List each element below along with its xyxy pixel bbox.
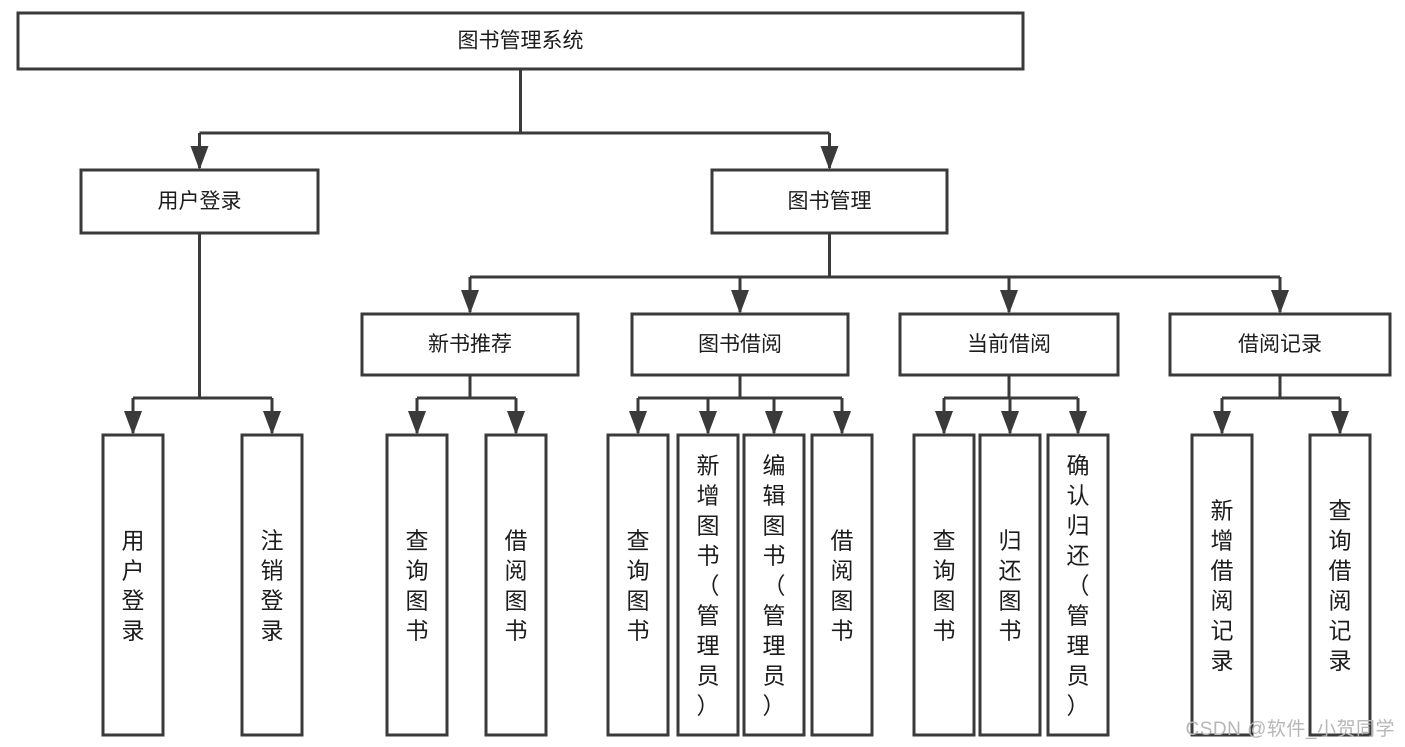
arrowhead-icon	[935, 411, 953, 435]
node-leaf-logout-login[interactable]: 注销登录	[240, 433, 304, 737]
arrowhead-icon	[765, 411, 783, 435]
node-book-manage[interactable]: 图书管理	[710, 168, 949, 235]
arrowhead-icon	[263, 411, 281, 435]
node-current-borrow-label: 当前借阅	[967, 333, 1051, 356]
node-borrow-record-label: 借阅记录	[1238, 333, 1322, 356]
node-new-book-recommend[interactable]: 新书推荐	[360, 312, 580, 377]
node-leaf-edit-book-admin-label: 编辑图书（管理员）	[763, 452, 786, 718]
node-book-borrow-label: 图书借阅	[698, 333, 782, 356]
arrowhead-icon	[833, 411, 851, 435]
node-root-system-label: 图书管理系统	[458, 30, 584, 53]
node-book-borrow[interactable]: 图书借阅	[630, 312, 850, 377]
node-leaf-add-borrow-record-label: 新增借阅记录	[1211, 497, 1234, 673]
node-borrow-record[interactable]: 借阅记录	[1168, 312, 1392, 377]
node-leaf-add-book-admin[interactable]: 新增图书（管理员）	[676, 433, 740, 737]
arrowhead-icon	[699, 411, 717, 435]
node-leaf-query-book-2-label: 查询图书	[627, 527, 650, 643]
arrowhead-icon	[124, 411, 142, 435]
node-leaf-query-book-2[interactable]: 查询图书	[606, 433, 670, 737]
arrowhead-icon	[1069, 411, 1087, 435]
node-leaf-return-book[interactable]: 归还图书	[978, 433, 1042, 737]
node-new-book-recommend-label: 新书推荐	[428, 333, 512, 356]
node-leaf-query-book-3-label: 查询图书	[933, 527, 956, 643]
node-book-manage-label: 图书管理	[788, 190, 872, 213]
arrowhead-icon	[820, 146, 839, 170]
node-leaf-query-book-1-label: 查询图书	[406, 527, 429, 643]
arrowhead-icon	[461, 290, 479, 314]
node-leaf-user-login-label: 用户登录	[122, 527, 145, 643]
arrowhead-icon	[1331, 411, 1349, 435]
node-root-system[interactable]: 图书管理系统	[16, 11, 1025, 71]
arrowhead-icon	[1000, 290, 1018, 314]
node-leaf-logout-login-label: 注销登录	[261, 527, 284, 643]
arrowhead-icon	[629, 411, 647, 435]
node-leaf-query-book-1[interactable]: 查询图书	[385, 433, 449, 737]
node-user-login[interactable]: 用户登录	[79, 168, 320, 235]
node-leaf-user-login[interactable]: 用户登录	[101, 433, 165, 737]
node-leaf-return-book-label: 归还图书	[999, 527, 1022, 643]
node-leaf-borrow-book-2[interactable]: 借阅图书	[810, 433, 874, 737]
node-leaf-borrow-book-1[interactable]: 借阅图书	[484, 433, 548, 737]
node-leaf-query-borrow-record[interactable]: 查询借阅记录	[1308, 433, 1372, 737]
node-leaf-add-book-admin-label: 新增图书（管理员）	[697, 452, 720, 718]
node-current-borrow[interactable]: 当前借阅	[898, 312, 1120, 377]
node-user-login-label: 用户登录	[158, 190, 242, 213]
arrowhead-icon	[731, 290, 749, 314]
arrowhead-icon	[408, 411, 426, 435]
node-leaf-edit-book-admin[interactable]: 编辑图书（管理员）	[742, 433, 806, 737]
node-layer: 图书管理系统用户登录图书管理新书推荐图书借阅当前借阅借阅记录用户登录注销登录查询…	[16, 11, 1392, 737]
arrowhead-icon	[190, 146, 209, 170]
node-leaf-query-book-3[interactable]: 查询图书	[912, 433, 976, 737]
node-leaf-borrow-book-2-label: 借阅图书	[831, 527, 854, 643]
node-leaf-confirm-return-admin-label: 确认归还（管理员）	[1067, 452, 1090, 718]
arrowhead-icon	[1271, 290, 1289, 314]
arrowhead-icon	[1001, 411, 1019, 435]
arrowhead-icon	[1213, 411, 1231, 435]
connector-layer	[124, 69, 1349, 435]
node-leaf-confirm-return-admin[interactable]: 确认归还（管理员）	[1046, 433, 1110, 737]
node-leaf-add-borrow-record[interactable]: 新增借阅记录	[1190, 433, 1254, 737]
arrowhead-icon	[507, 411, 525, 435]
node-leaf-query-borrow-record-label: 查询借阅记录	[1329, 497, 1352, 673]
node-leaf-borrow-book-1-label: 借阅图书	[505, 527, 528, 643]
